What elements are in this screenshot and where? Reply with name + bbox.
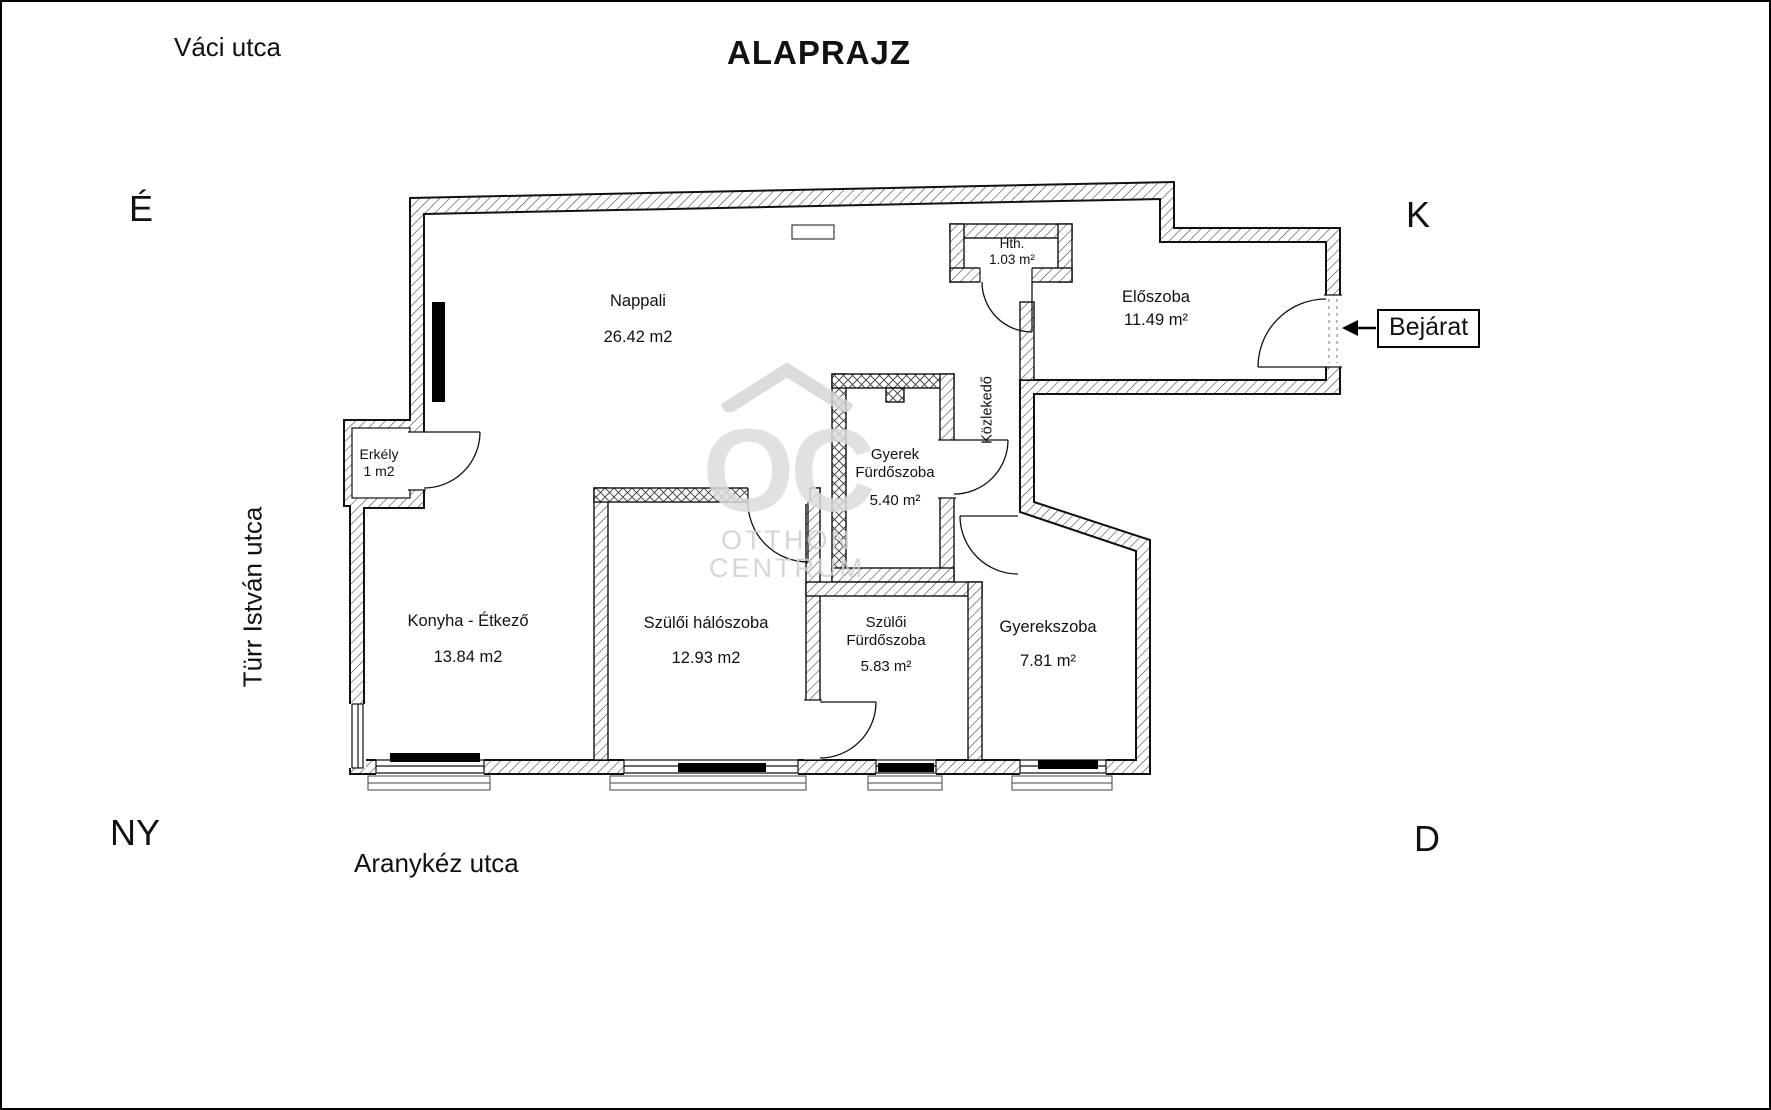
compass-east: K bbox=[1406, 194, 1431, 235]
street-turr-istvan-utca: Türr István utca bbox=[237, 506, 268, 688]
window-sills bbox=[367, 775, 1113, 791]
room-area: 7.81 m² bbox=[1020, 652, 1076, 671]
room-label-gyerek-furdoszoba: Gyerek Fürdőszoba 5.40 m² bbox=[855, 446, 934, 510]
entrance-arrow-icon bbox=[1342, 320, 1376, 336]
radiators bbox=[390, 302, 1098, 772]
room-area: 12.93 m2 bbox=[671, 649, 741, 668]
room-area: 5.83 m² bbox=[860, 658, 912, 676]
room-name: Nappali bbox=[610, 292, 666, 310]
room-name: Erkély bbox=[359, 446, 399, 462]
page-title: ALAPRAJZ bbox=[726, 34, 912, 71]
street-aranykez-utca: Aranykéz utca bbox=[354, 848, 519, 878]
room-label-gyerekszoba: Gyerekszoba 7.81 m² bbox=[999, 618, 1096, 672]
compass-west: NY bbox=[110, 812, 161, 853]
room-name: Szülői bbox=[865, 614, 907, 631]
room-area: 1 m2 bbox=[363, 462, 395, 479]
compass-south: D bbox=[1414, 818, 1440, 859]
entrance-label: Bejárat bbox=[1377, 309, 1481, 348]
room-area: 13.84 m2 bbox=[433, 648, 503, 667]
room-area: 11.49 m² bbox=[1124, 311, 1188, 330]
top-wall-notch bbox=[791, 224, 835, 240]
door-openings bbox=[408, 266, 1342, 761]
street-vaci-utca: Váci utca bbox=[174, 32, 281, 62]
room-name: Konyha - Étkező bbox=[407, 612, 529, 630]
room-name: Előszoba bbox=[1122, 288, 1190, 306]
room-label-szuloi-haloszoba: Szülői hálószoba 12.93 m2 bbox=[644, 614, 769, 669]
room-name: Szülői hálószoba bbox=[643, 614, 769, 632]
room-label-hth: Hth. 1.03 m² bbox=[989, 236, 1035, 268]
room-area: 5.40 m² bbox=[869, 492, 921, 510]
room-area: 26.42 m2 bbox=[603, 328, 673, 347]
room-name: Gyerek bbox=[870, 446, 920, 463]
room-name-2: Fürdőszoba bbox=[846, 631, 926, 649]
room-area: 1.03 m² bbox=[989, 251, 1035, 267]
room-name: Gyerekszoba bbox=[999, 618, 1097, 636]
room-name: Közlekedő bbox=[979, 376, 996, 444]
room-label-erkely: Erkély 1 m2 bbox=[360, 446, 399, 479]
room-label-eloszoba: Előszoba 11.49 m² bbox=[1122, 288, 1190, 331]
door-arcs bbox=[423, 281, 1327, 759]
compass-north: É bbox=[129, 188, 154, 229]
balcony bbox=[351, 427, 411, 499]
room-name: Hth. bbox=[999, 236, 1025, 251]
room-label-kozlekedo: Közlekedő bbox=[979, 376, 996, 444]
room-name-2: Fürdőszoba bbox=[855, 463, 935, 481]
room-label-konyha-etkezo: Konyha - Étkező 13.84 m2 bbox=[407, 612, 528, 668]
room-label-szuloi-furdoszoba: Szülői Fürdőszoba 5.83 m² bbox=[846, 614, 925, 676]
room-label-nappali: Nappali 26.42 m2 bbox=[604, 292, 673, 348]
outer-walls bbox=[343, 180, 1341, 775]
